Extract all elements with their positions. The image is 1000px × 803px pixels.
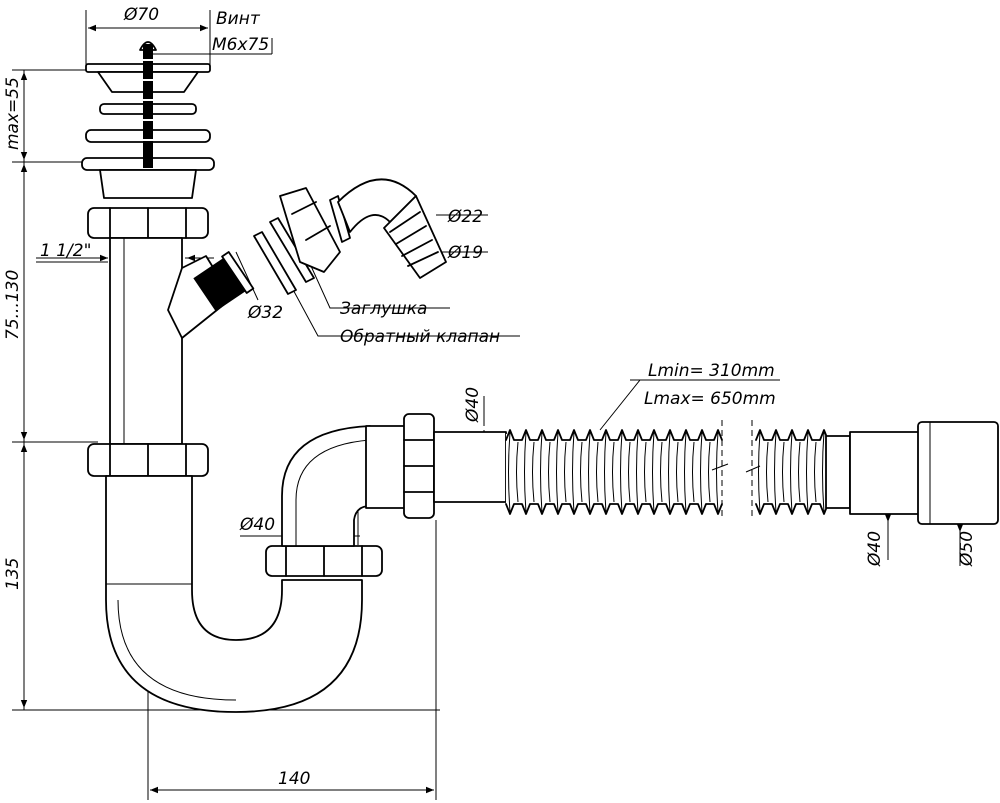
plug-gasket [269, 217, 315, 283]
check-valve-parts [253, 217, 315, 295]
label-plug: Заглушка [340, 299, 427, 319]
label-valve: Обратный клапан [340, 327, 500, 347]
lower-nut [87, 443, 209, 477]
side-inlet [167, 251, 255, 339]
label-range: 75...130 [3, 270, 23, 340]
label-d40-right: Ø40 [865, 531, 885, 567]
label-d40-top: Ø40 [463, 387, 483, 423]
check-valve [253, 231, 297, 295]
label-max55: max=55 [3, 77, 23, 150]
inlet-thread [193, 258, 246, 312]
outlet-elbow [281, 413, 507, 547]
labels: Ø70 Винт M6x75 max=55 75...130 1 1/2" Ø3… [3, 5, 977, 789]
elbow-nut [279, 187, 341, 273]
drain-strainer [81, 41, 215, 199]
hose-elbow [279, 178, 447, 279]
outlet-fitting [825, 421, 999, 525]
vertical-tube [109, 237, 183, 445]
label-d32: Ø32 [247, 303, 283, 323]
label-d50: Ø50 [957, 531, 977, 567]
label-screw-size: M6x75 [212, 35, 269, 55]
label-lmax: Lmax= 650mm [644, 389, 776, 409]
hose-break-marks [711, 420, 761, 520]
u-trap [105, 475, 363, 713]
top-nut [87, 207, 209, 239]
label-d19: Ø19 [447, 243, 483, 263]
label-dim140: 140 [278, 769, 310, 789]
label-lmin: Lmin= 310mm [648, 361, 775, 381]
label-screw-title: Винт [216, 9, 261, 29]
corrugated-hose [505, 429, 829, 515]
label-d40-mid: Ø40 [239, 515, 275, 535]
screw-shank [143, 44, 153, 168]
label-thread: 1 1/2" [40, 241, 91, 261]
label-dim135: 135 [3, 558, 23, 590]
label-d22: Ø22 [447, 207, 483, 227]
label-d70: Ø70 [123, 5, 159, 25]
trap-nut [265, 545, 383, 577]
